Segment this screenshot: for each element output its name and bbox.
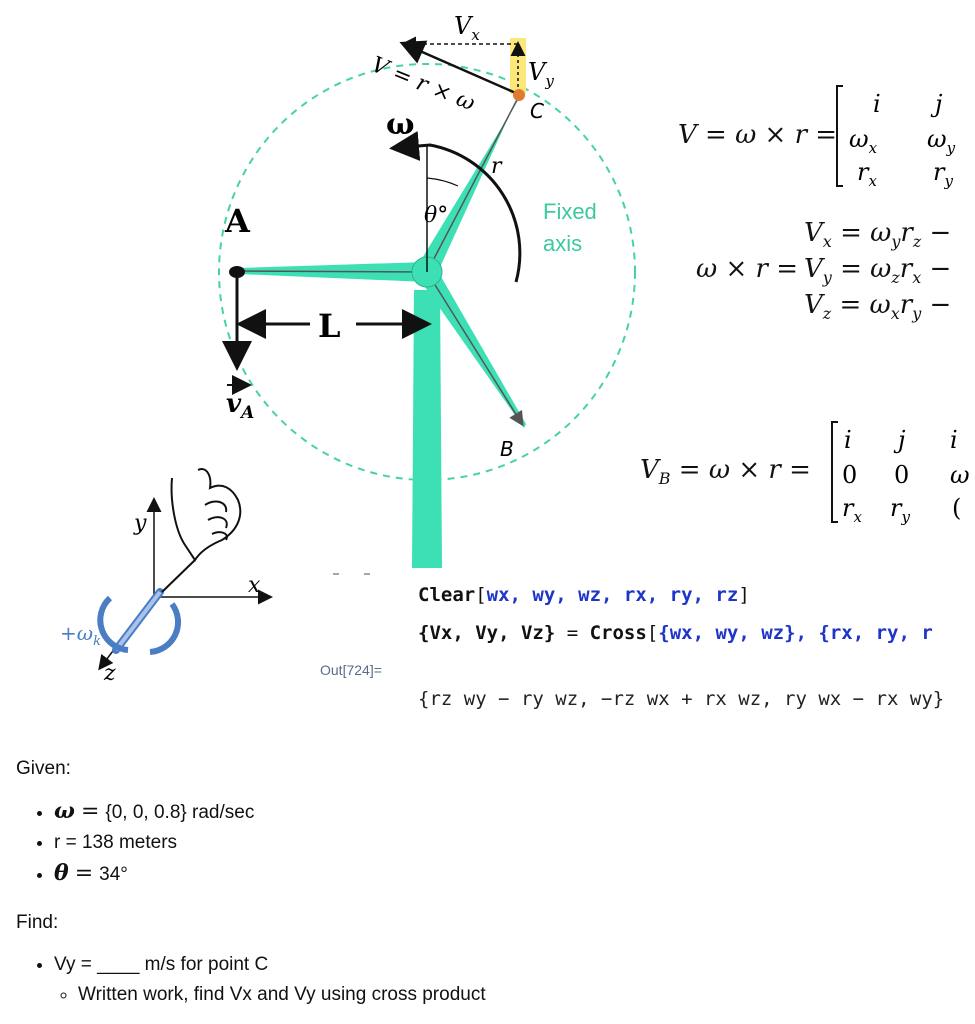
fixed-axis-label-2: axis [543, 231, 582, 256]
find-item: Vy = ____ m/s for point C Written work, … [54, 952, 486, 1008]
c-label: C [530, 99, 544, 123]
svg-text:i: i [950, 426, 958, 454]
right-hand-icon [161, 468, 242, 593]
vy-label: Vy [528, 58, 554, 90]
clear-args: wx, wy, wz, rx, ry, rz [486, 584, 739, 606]
svg-text:i: i [844, 426, 852, 454]
blade-c [418, 92, 522, 276]
vb-cross-equation: VB = ω × r = [640, 455, 811, 489]
find-section: Find: Vy = ____ m/s for point C Written … [16, 912, 486, 1012]
code-line-2: {Vx, Vy, Vz} = Cross[{wx, wy, wz}, {rx, … [418, 622, 933, 644]
matrix-1: i j ωx ωy rx ry [836, 85, 956, 190]
theta-label: θ° [424, 203, 448, 228]
given-r: r = 138 meters [54, 830, 254, 856]
l-label: L [318, 307, 341, 345]
point-c [513, 89, 525, 101]
matrix-2: i j i 0 0 ω rx ry ( [831, 421, 970, 526]
svg-text:ωy: ωy [927, 125, 956, 157]
cross-args: {wx, wy, wz}, {rx, ry, r [658, 622, 933, 644]
cross-function: Cross [589, 622, 647, 644]
omega-k-label: +ωk [60, 621, 101, 649]
fixed-axis-label: Fixed [543, 199, 597, 224]
find-subitem: Written work, find Vx and Vy using cross… [78, 982, 486, 1008]
svg-text:ωx: ωx [849, 125, 878, 157]
svg-text:rx: rx [857, 158, 877, 190]
svg-text:i: i [873, 90, 881, 118]
given-theta: θ=34° [54, 860, 254, 888]
clear-function: Clear [418, 584, 476, 606]
code-line-1: Clear[wx, wy, wz, rx, ry, rz] [418, 584, 750, 606]
vx-component-equation: Vx = ωyrz − [804, 218, 952, 252]
v-cross-equation: V = ω × r = [678, 120, 838, 150]
code-result: {rz wy − ry wz, −rz wx + rx wz, ry wx − … [418, 688, 945, 710]
y-axis-label: y [133, 511, 147, 536]
vx-label: Vx [454, 12, 480, 44]
svg-text:(: ( [952, 494, 961, 522]
svg-text:j: j [930, 90, 943, 118]
svg-text:ry: ry [933, 158, 953, 190]
vy-component-equation: Vy = ωzrx − [804, 254, 952, 288]
out-label: Out[724]= [320, 662, 382, 678]
code-lhs: {Vx, Vy, Vz} [418, 622, 556, 644]
x-axis-label: x [248, 573, 261, 598]
given-heading: Given: [16, 758, 71, 779]
svg-text:ry: ry [890, 494, 910, 526]
svg-text:0: 0 [894, 461, 909, 489]
z-axis-label: z [103, 661, 116, 686]
given-omega: ω={0, 0, 0.8} rad/sec [54, 798, 254, 826]
turbine-diagram: θ° ω r Fixed axis C Vx Vy V = r × ω A vA… [60, 12, 636, 686]
omega-label: ω [386, 107, 415, 142]
a-label: A [224, 202, 251, 240]
v-equation-label: V = r × ω [368, 52, 479, 116]
cross-lhs: ω × r = [696, 254, 798, 284]
r-label: r [491, 154, 503, 179]
turbine-tower [412, 290, 442, 568]
point-a [229, 266, 245, 278]
svg-text:j: j [893, 426, 906, 454]
vz-component-equation: Vz = ωxry − [804, 290, 952, 324]
svg-text:0: 0 [842, 461, 857, 489]
find-heading: Find: [16, 912, 59, 933]
va-label: vA [226, 389, 254, 423]
b-label: B [500, 437, 514, 461]
svg-text:rx: rx [842, 494, 862, 526]
given-section: Given: ω={0, 0, 0.8} rad/sec r = 138 met… [16, 758, 254, 892]
svg-text:ω: ω [950, 461, 970, 489]
